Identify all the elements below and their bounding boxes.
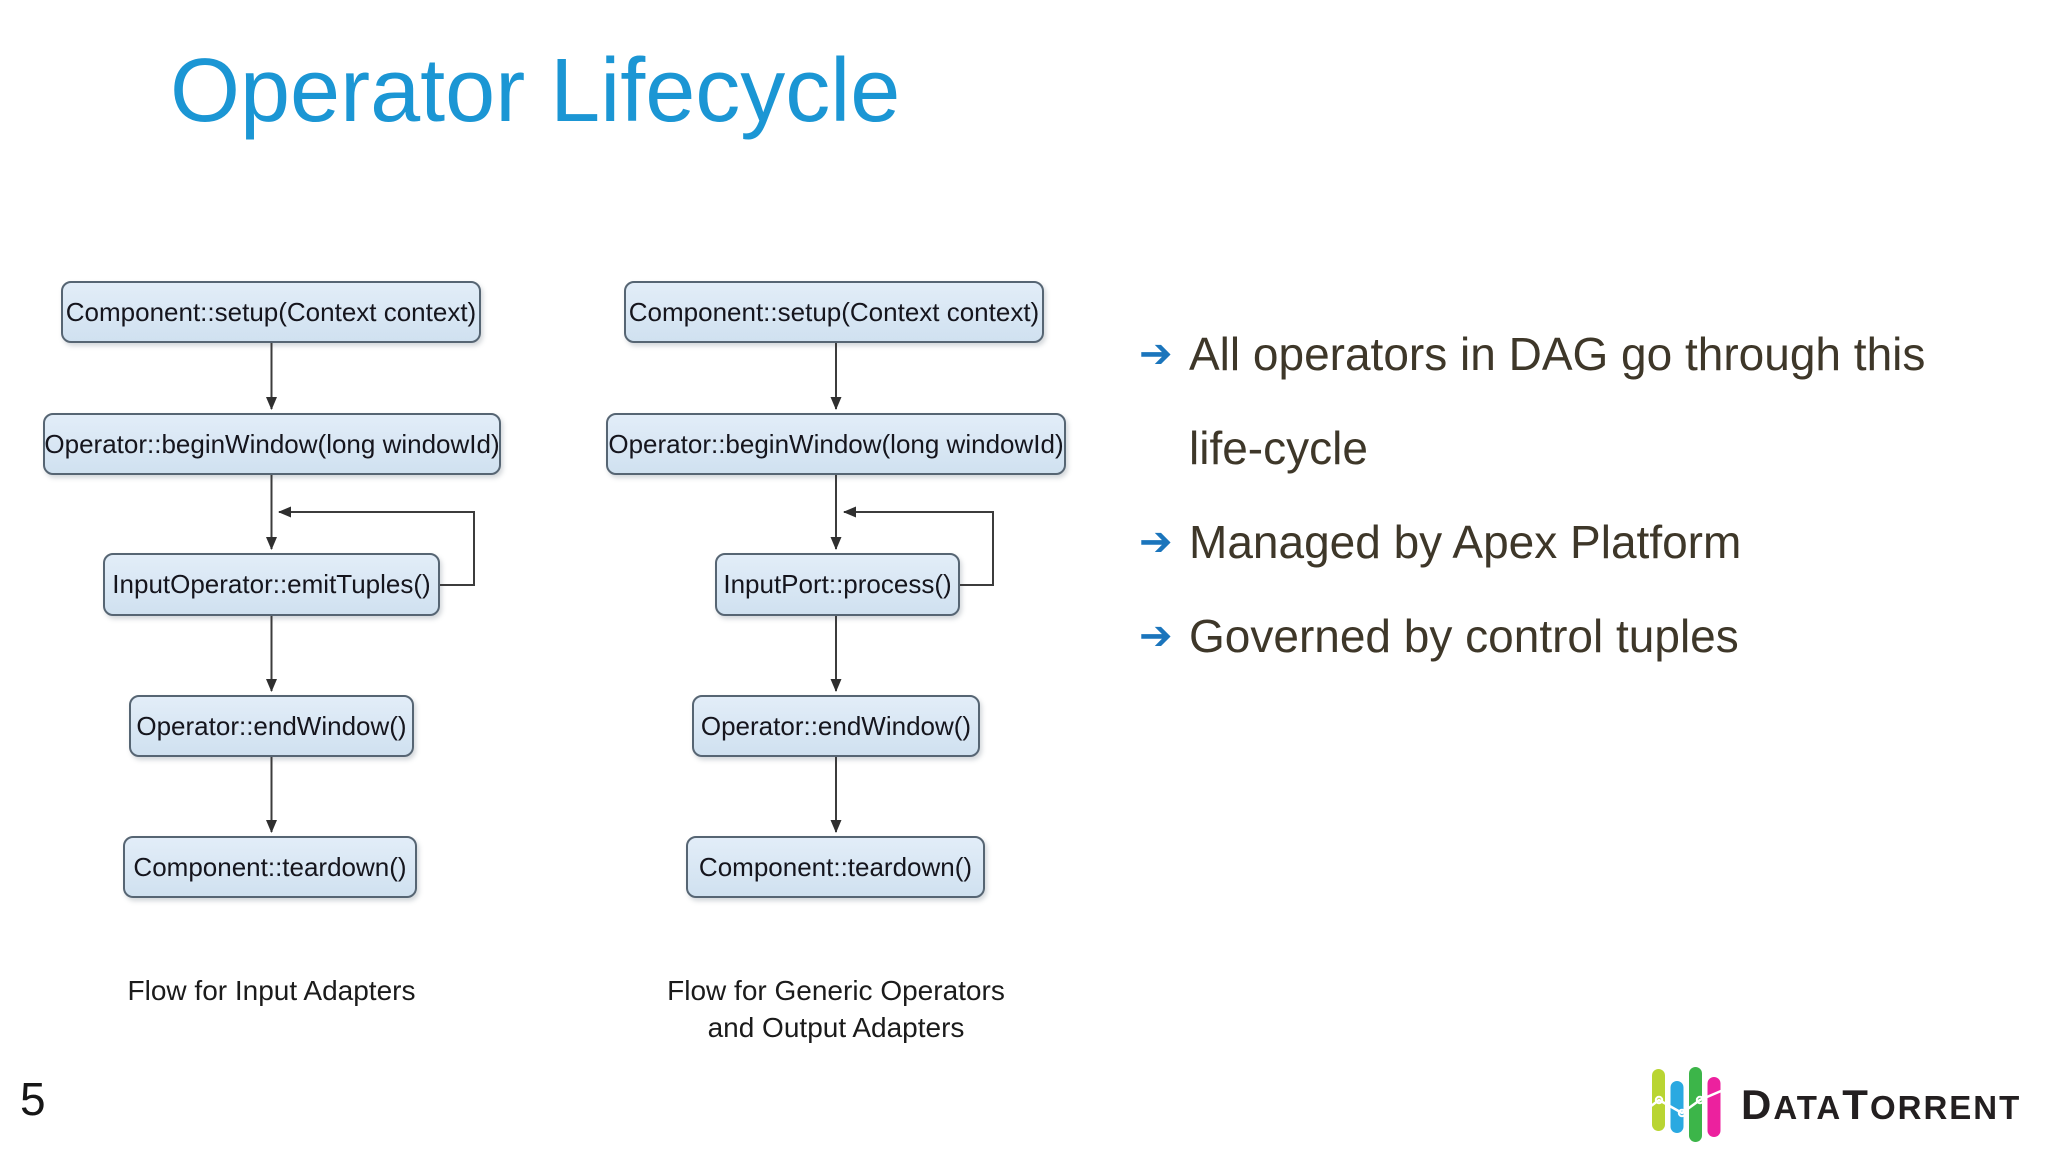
flowchart2-box-beginwindow: Operator::beginWindow(long windowId) <box>606 413 1066 475</box>
bullet-arrow-icon: ➔ <box>1139 332 1173 376</box>
datatorrent-logo-icon <box>1652 1067 1722 1142</box>
wordmark-segment: ORRENT <box>1869 1089 2022 1126</box>
page-title: Operator Lifecycle <box>170 41 901 141</box>
flowchart1-caption-line1: Flow for Input Adapters <box>127 975 416 1006</box>
wordmark-segment: ATA <box>1773 1089 1843 1126</box>
bullet-list: ➔ All operators in DAG go through this l… <box>1139 307 1989 683</box>
bullet-arrow-icon: ➔ <box>1139 520 1173 564</box>
flowchart2-caption: Flow for Generic Operators and Output Ad… <box>606 972 1066 1046</box>
bullet-text: All operators in DAG go through this lif… <box>1189 328 1926 474</box>
page-number: 5 <box>20 1073 46 1125</box>
wordmark-segment: D <box>1741 1081 1774 1128</box>
bullet-item: ➔ Managed by Apex Platform <box>1139 495 1989 589</box>
flowchart1-caption: Flow for Input Adapters <box>41 972 502 1009</box>
flowchart2-caption-line2: and Output Adapters <box>707 1012 965 1043</box>
flowchart1-box-teardown: Component::teardown() <box>123 836 417 898</box>
wordmark-segment: T <box>1842 1081 1870 1128</box>
bullet-text: Governed by control tuples <box>1189 610 1739 662</box>
flowchart2-box-process: InputPort::process() <box>715 553 960 616</box>
flowchart2-box-endwindow: Operator::endWindow() <box>692 695 980 757</box>
flowchart2-caption-line1: Flow for Generic Operators <box>667 975 1005 1006</box>
bullet-item: ➔ Governed by control tuples <box>1139 589 1989 683</box>
flowchart2-box-setup: Component::setup(Context context) <box>624 281 1044 343</box>
flowchart1-box-setup: Component::setup(Context context) <box>61 281 481 343</box>
flowchart1-box-endwindow: Operator::endWindow() <box>129 695 414 757</box>
bullet-text: Managed by Apex Platform <box>1189 516 1742 568</box>
bullet-item: ➔ All operators in DAG go through this l… <box>1139 307 1989 495</box>
flowchart2-box-teardown: Component::teardown() <box>686 836 985 898</box>
datatorrent-logo: DATATORRENT <box>1652 1066 2021 1144</box>
flowchart1-box-emittuples: InputOperator::emitTuples() <box>103 553 440 616</box>
bullet-arrow-icon: ➔ <box>1139 614 1173 658</box>
flowchart1-box-beginwindow: Operator::beginWindow(long windowId) <box>43 413 501 475</box>
datatorrent-wordmark: DATATORRENT <box>1741 1084 2021 1126</box>
